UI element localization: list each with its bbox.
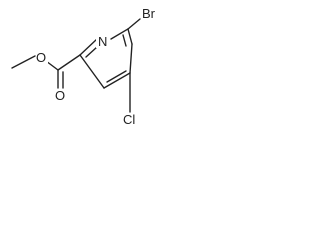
- atom-chlorine: Cl: [123, 112, 135, 127]
- bond-c3-c4: [103, 72, 131, 89]
- bond-n-c2-inner: [85, 46, 98, 58]
- atom-nitrogen: N: [98, 34, 107, 49]
- bond-c2-c3: [79, 54, 105, 89]
- atom-ester-oxygen: O: [36, 50, 46, 65]
- molecule-drawing: N Br O O Cl: [11, 6, 163, 127]
- structure-canvas: N Br O O Cl: [0, 0, 180, 136]
- bond-n-c2: [79, 38, 98, 56]
- bond-c4-c5: [129, 43, 133, 74]
- bond-c5-c6-inner: [122, 34, 127, 47]
- atom-bromine: Br: [142, 6, 156, 21]
- bond-c5-c6: [127, 28, 133, 45]
- bond-ester-o-methyl: [11, 55, 36, 69]
- bond-c2-ccarbonyl: [57, 54, 81, 71]
- bond-n-c6: [110, 28, 129, 40]
- atom-carbonyl-oxygen: O: [55, 88, 65, 103]
- bond-c3-c4-inner: [106, 70, 127, 83]
- bond-c6-br: [127, 18, 141, 30]
